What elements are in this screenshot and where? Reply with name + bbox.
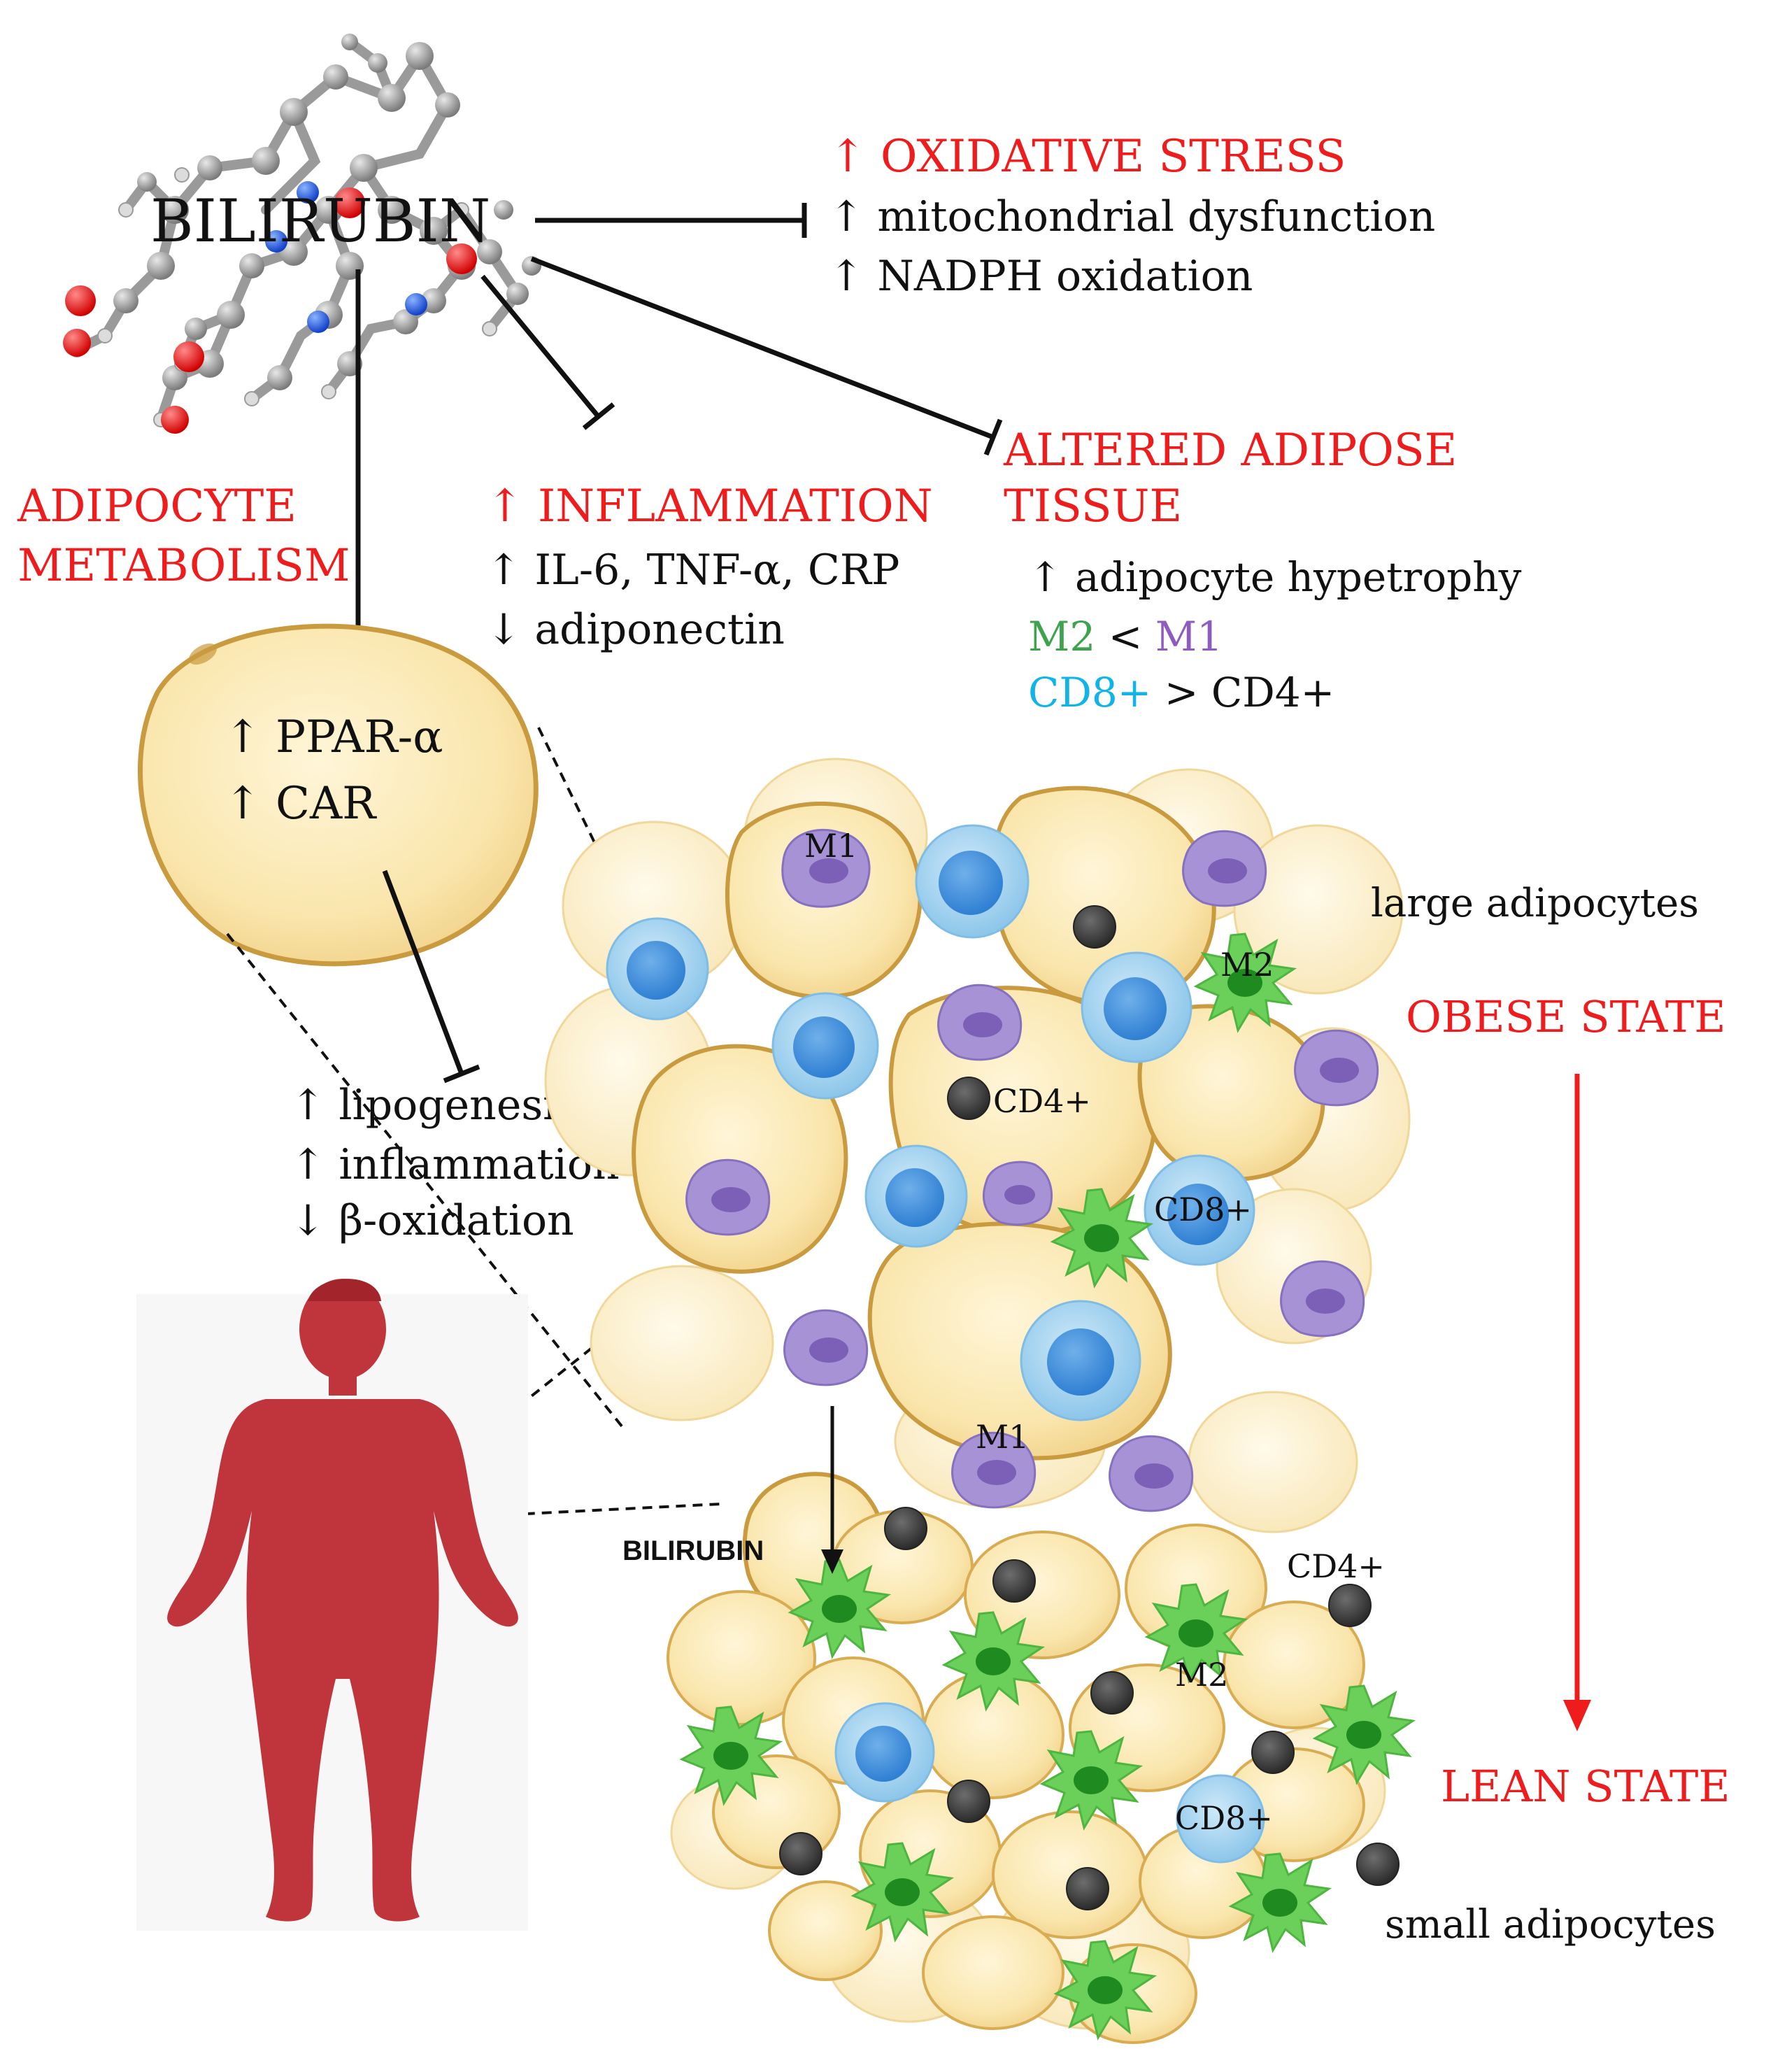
label-cd8-mid: CD8+ bbox=[1154, 1191, 1252, 1228]
obese-person-icon bbox=[136, 1279, 528, 1931]
tissue-bilirubin-label: BILIRUBIN bbox=[622, 1535, 764, 1566]
inhibit-adipose-bar bbox=[983, 418, 1003, 456]
label-cd4-low: CD4+ bbox=[1287, 1547, 1385, 1585]
label-cd8-low: CD8+ bbox=[1175, 1799, 1273, 1837]
adipose-line-hypertrophy: ↑ adipocyte hypetrophy bbox=[1028, 553, 1522, 601]
label-m1-bottom: M1 bbox=[976, 1418, 1029, 1456]
adipose-line-tcell: CD8+ > CD4+ bbox=[1028, 669, 1334, 716]
lean-state-label: LEAN STATE bbox=[1441, 1761, 1730, 1812]
oxidative-stress-title: ↑ OXIDATIVE STRESS bbox=[829, 131, 1346, 183]
inhibit-effects-arrow bbox=[382, 870, 480, 1084]
effect-beta-oxidation: ↓ β-oxidation bbox=[290, 1196, 574, 1245]
tissue-bilirubin-arrow bbox=[821, 1406, 843, 1574]
m2-inline-label: M2 bbox=[1028, 613, 1095, 660]
inhibit-inflammation-line bbox=[480, 274, 600, 418]
inflammation-title: ↑ INFLAMMATION bbox=[486, 481, 933, 532]
label-m1-top: M1 bbox=[804, 827, 857, 865]
oxidative-line-1: ↑ mitochondrial dysfunction bbox=[829, 192, 1435, 241]
bilirubin-label: BILIRUBIN bbox=[150, 187, 490, 255]
label-m2-low: M2 bbox=[1175, 1656, 1228, 1694]
altered-adipose-title-2: TISSUE bbox=[1004, 481, 1182, 532]
inhibition-arrows bbox=[480, 203, 1003, 456]
m1-macrophages bbox=[685, 828, 1379, 1512]
oxidative-line-2: ↑ NADPH oxidation bbox=[829, 252, 1253, 301]
effect-lipogenesis: ↑ lipogenesis bbox=[290, 1081, 578, 1130]
cd8-inline-label: CD8+ bbox=[1028, 669, 1151, 716]
large-adipocytes-label: large adipocytes bbox=[1371, 881, 1699, 926]
cd8-t-cells bbox=[606, 824, 1265, 1864]
altered-adipose-title-1: ALTERED ADIPOSE bbox=[1003, 425, 1457, 476]
adipocyte-metabolism-title-2: METABOLISM bbox=[17, 540, 350, 592]
ppar-alpha-label: ↑ PPAR-α bbox=[224, 711, 443, 763]
inflammation-line-2: ↓ adiponectin bbox=[486, 605, 785, 654]
inhibit-inflammation-bar bbox=[582, 402, 615, 430]
small-adipocytes-label: small adipocytes bbox=[1385, 1902, 1716, 1947]
adipose-line-macrophage: M2 < M1 bbox=[1028, 613, 1223, 660]
inhibit-adipose-line bbox=[530, 256, 995, 440]
adipose-tissue-cluster bbox=[544, 758, 1416, 2044]
inflammation-line-1: ↑ IL-6, TNF-α, CRP bbox=[486, 546, 899, 595]
effect-inflammation: ↑ inflammation bbox=[290, 1140, 620, 1189]
single-adipocyte bbox=[138, 623, 539, 967]
m2-macrophages bbox=[679, 932, 1416, 2041]
label-cd4-mid: CD4+ bbox=[993, 1082, 1091, 1120]
adipocyte-metabolism-title-1: ADIPOCYTE bbox=[17, 481, 297, 532]
car-label: ↑ CAR bbox=[224, 778, 377, 830]
cd4-t-cells bbox=[779, 905, 1400, 1910]
obese-state-label: OBESE STATE bbox=[1406, 991, 1726, 1042]
obese-to-lean-arrow bbox=[1563, 1074, 1591, 1731]
m1-inline-label: M1 bbox=[1155, 613, 1223, 660]
label-m2-top: M2 bbox=[1220, 946, 1274, 984]
